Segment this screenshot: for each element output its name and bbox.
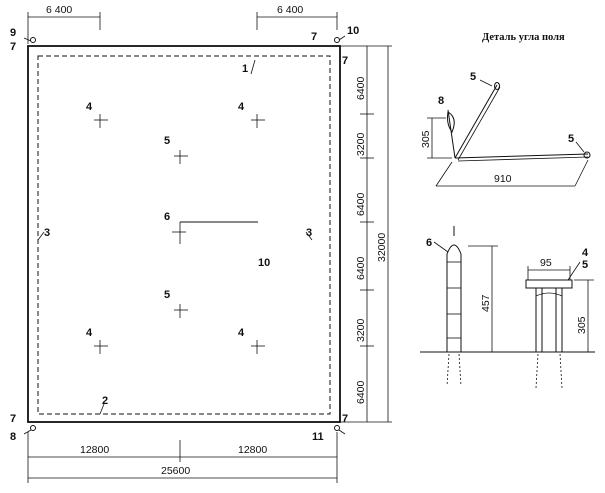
label-9: 9 xyxy=(10,27,16,39)
right-dim-ticks xyxy=(340,45,392,423)
stake-marks xyxy=(94,114,265,354)
label-6: 6 xyxy=(164,211,170,223)
detail-label-5-right: 5 xyxy=(568,133,574,145)
dim-bottom-right: 12800 xyxy=(238,444,267,456)
detail-end-right xyxy=(583,151,591,159)
dim-corner-height: 305 xyxy=(420,130,432,148)
dim-pole-height: 457 xyxy=(480,294,492,312)
detail-title: Деталь угла поля xyxy=(482,32,565,43)
label-4-bottom-left: 4 xyxy=(86,327,93,339)
corner-flag-post xyxy=(447,109,456,159)
post-label-4: 4 xyxy=(582,247,589,259)
pole-body xyxy=(446,244,462,352)
label-1: 1 xyxy=(242,63,248,75)
dim-right-5: 3200 xyxy=(355,318,367,342)
post-detail: 95 305 4 5 xyxy=(510,247,595,389)
dim-top-left: 6 400 xyxy=(46,4,72,16)
label-7-top-right: 7 xyxy=(342,55,348,67)
label-3-left: 3 xyxy=(44,227,50,239)
label-8: 8 xyxy=(10,431,16,443)
corner-detail: Деталь угла поля 305 910 5 8 5 xyxy=(420,32,591,187)
pole-detail: 457 6 xyxy=(420,226,515,387)
label-7-top-right-upper: 7 xyxy=(311,31,317,43)
detail-end-top xyxy=(494,82,500,90)
corner-flag xyxy=(447,111,455,133)
field-outer-boundary xyxy=(27,45,341,423)
corner-side-edge xyxy=(454,153,589,159)
plan-dimensions: 6 400 6 400 12800 12800 25600 6400 3200 … xyxy=(27,4,392,483)
label-7-bottom-left: 7 xyxy=(10,413,16,425)
dim-bottom-total: 25600 xyxy=(161,465,190,477)
pole-label-6: 6 xyxy=(426,237,432,249)
label-10-center: 10 xyxy=(258,257,270,269)
label-2: 2 xyxy=(102,395,108,407)
detail-label-5-top: 5 xyxy=(470,71,476,83)
label-4-top-left: 4 xyxy=(86,101,93,113)
corner-post-top-left xyxy=(30,37,36,43)
dim-right-total: 32000 xyxy=(376,233,388,262)
dim-right-4: 6400 xyxy=(355,256,367,280)
dim-right-6: 6400 xyxy=(355,380,367,404)
dim-bottom-left: 12800 xyxy=(80,444,109,456)
label-7-top-left: 7 xyxy=(10,41,16,53)
label-10-corner: 10 xyxy=(347,25,359,37)
label-3-right: 3 xyxy=(306,227,312,239)
field-inner-boundary xyxy=(37,55,331,415)
label-4-top-right: 4 xyxy=(238,101,245,113)
dim-post-height: 305 xyxy=(576,316,588,334)
dim-corner-width: 910 xyxy=(494,173,512,185)
label-11: 11 xyxy=(312,431,324,443)
dim-top-right: 6 400 xyxy=(277,4,303,16)
corner-post-top-right xyxy=(334,37,340,43)
post-label-5: 5 xyxy=(582,259,588,271)
label-7-bottom-right: 7 xyxy=(342,413,348,425)
dim-post-width: 95 xyxy=(540,257,552,269)
detail-label-8: 8 xyxy=(438,95,444,107)
dim-right-2: 3200 xyxy=(355,132,367,156)
corner-post-bottom-right xyxy=(334,425,340,431)
dim-right-1: 6400 xyxy=(355,76,367,100)
corner-post-bottom-left xyxy=(30,425,36,431)
post-cap xyxy=(525,279,573,289)
field-plan: 1 2 3 3 4 4 4 4 5 5 6 7 7 7 7 7 8 9 10 1… xyxy=(10,25,359,443)
dim-right-3: 6400 xyxy=(355,192,367,216)
corner-back-edge xyxy=(454,84,498,159)
label-5-bottom: 5 xyxy=(164,289,170,301)
label-5-top: 5 xyxy=(164,135,170,147)
leader-lines xyxy=(23,35,346,435)
label-4-bottom-right: 4 xyxy=(238,327,245,339)
